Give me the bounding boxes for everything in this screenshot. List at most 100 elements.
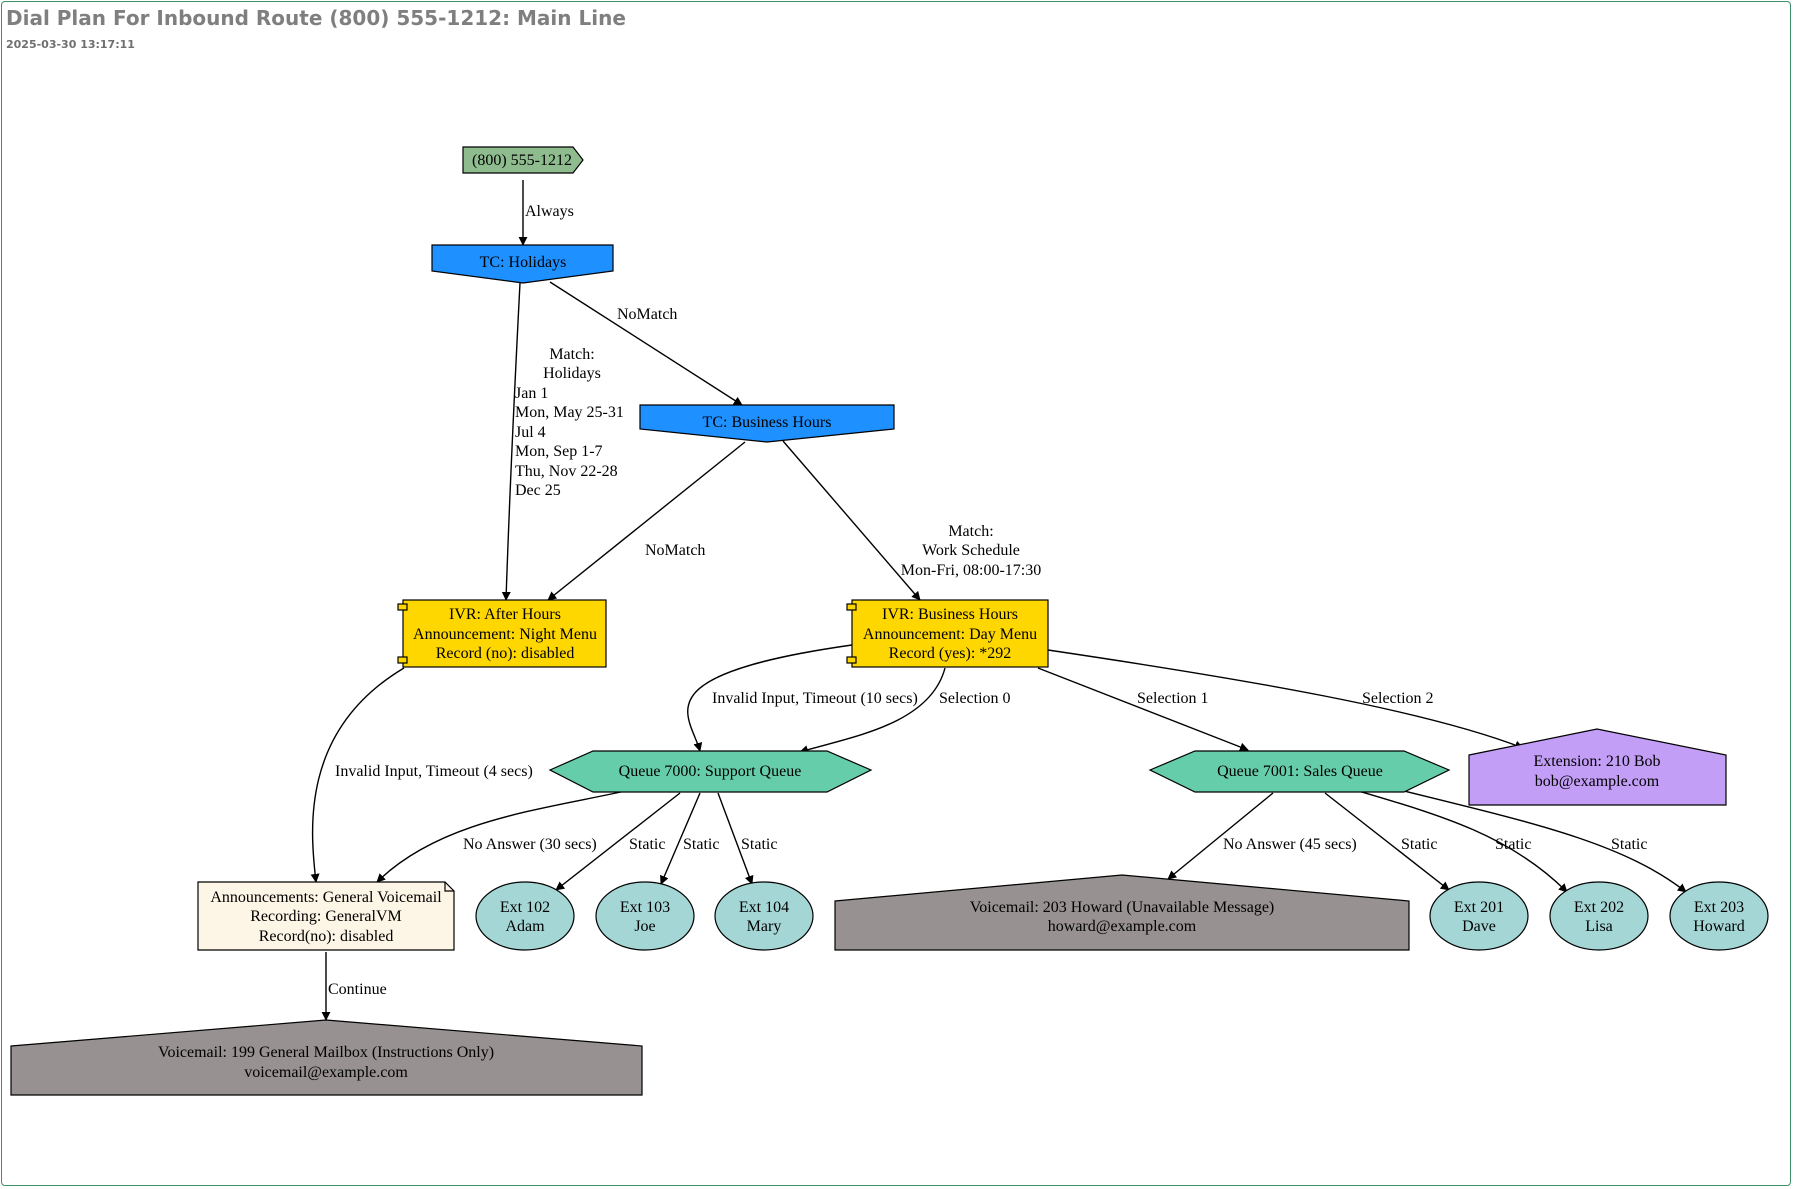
node-voicemail-199[interactable]: Voicemail: 199 General Mailbox (Instruct… bbox=[10, 1019, 643, 1096]
did-shape bbox=[462, 146, 584, 174]
queue-7001-label: Queue 7001: Sales Queue bbox=[1217, 763, 1383, 780]
edge-label-business-nomatch: NoMatch bbox=[645, 542, 705, 559]
node-ext-103[interactable]: Ext 103 Joe bbox=[595, 881, 695, 951]
edge-q7001-ext202 bbox=[1354, 789, 1568, 893]
node-ivr-business-hours[interactable]: IVR: Business Hours Announcement: Day Me… bbox=[846, 599, 1049, 668]
edge-ivr-business-invalid bbox=[687, 644, 853, 752]
node-did[interactable]: (800) 555-1212 bbox=[462, 146, 584, 174]
ext-103-shape bbox=[595, 881, 695, 951]
tc-holidays-label: TC: Holidays bbox=[480, 254, 567, 271]
edge-label-q7000-static-103: Static bbox=[683, 836, 719, 853]
edge-label-business-match-3: Mon-Fri, 08:00-17:30 bbox=[901, 562, 1041, 579]
ext-104-line-2: Mary bbox=[747, 918, 782, 935]
ivr-business-line-3: Record (yes): *292 bbox=[889, 645, 1012, 662]
ivr-business-line-2: Announcement: Day Menu bbox=[863, 626, 1037, 643]
ivr-after-tab-top bbox=[397, 603, 408, 611]
node-queue-7000[interactable]: Queue 7000: Support Queue bbox=[548, 750, 873, 793]
edge-label-q7001-static-203: Static bbox=[1611, 836, 1647, 853]
extension-210-shape bbox=[1468, 728, 1727, 806]
ivr-after-line-2: Announcement: Night Menu bbox=[413, 626, 597, 643]
node-ext-201[interactable]: Ext 201 Dave bbox=[1429, 881, 1529, 951]
tc-business-shape bbox=[639, 404, 895, 443]
ivr-after-tab-bottom bbox=[397, 656, 408, 664]
ext-201-shape bbox=[1429, 881, 1529, 951]
ext-102-line-1: Ext 102 bbox=[500, 899, 550, 916]
edge-ivr-after-invalid bbox=[310, 667, 405, 883]
announcement-line-2: Recording: GeneralVM bbox=[250, 908, 402, 925]
node-voicemail-203[interactable]: Voicemail: 203 Howard (Unavailable Messa… bbox=[834, 874, 1410, 951]
edge-label-q7000-noanswer: No Answer (30 secs) bbox=[463, 836, 597, 853]
edge-q7001-ext201 bbox=[1324, 792, 1450, 891]
edge-label-always: Always bbox=[525, 203, 574, 220]
node-tc-business-hours[interactable]: TC: Business Hours bbox=[639, 404, 895, 443]
ext-202-line-2: Lisa bbox=[1585, 918, 1613, 935]
tc-holidays-shape bbox=[431, 244, 614, 284]
node-tc-holidays[interactable]: TC: Holidays bbox=[431, 244, 614, 284]
ext-102-shape bbox=[475, 881, 575, 951]
edge-label-q7001-noanswer: No Answer (45 secs) bbox=[1223, 836, 1357, 853]
ivr-business-tab-bottom bbox=[846, 656, 857, 664]
ivr-business-shape bbox=[851, 599, 1049, 668]
edge-q7001-noanswer bbox=[1167, 792, 1274, 880]
node-queue-7001[interactable]: Queue 7001: Sales Queue bbox=[1148, 750, 1451, 793]
edges bbox=[310, 180, 1687, 1021]
edge-business-match bbox=[782, 440, 921, 601]
queue-7001-shape bbox=[1148, 750, 1451, 793]
edge-label-holidays-match-title: Match: bbox=[549, 346, 594, 363]
edge-label-selection-1: Selection 1 bbox=[1137, 690, 1209, 707]
queue-7000-label: Queue 7000: Support Queue bbox=[619, 763, 802, 780]
edge-q7000-ext103 bbox=[660, 792, 701, 885]
edge-label-q7001-static-202: Static bbox=[1495, 836, 1531, 853]
edge-label-selection-2: Selection 2 bbox=[1362, 690, 1434, 707]
node-ext-202[interactable]: Ext 202 Lisa bbox=[1549, 881, 1649, 951]
generated-timestamp: 2025-03-30 13:17:11 bbox=[6, 38, 135, 51]
edge-labels: Always NoMatch Match: Holidays Jan 1 Mon… bbox=[328, 203, 1647, 998]
edge-label-continue: Continue bbox=[328, 981, 387, 998]
edge-q7000-ext102 bbox=[555, 792, 681, 891]
node-announcement[interactable]: Announcements: General Voicemail Recordi… bbox=[197, 881, 455, 951]
edge-label-business-match-1: Match: bbox=[948, 523, 993, 540]
node-extension-210[interactable]: Extension: 210 Bob bob@example.com bbox=[1468, 728, 1727, 806]
ext-203-shape bbox=[1669, 881, 1769, 951]
ivr-after-line-3: Record (no): disabled bbox=[436, 645, 575, 662]
node-ext-102[interactable]: Ext 102 Adam bbox=[475, 881, 575, 951]
edge-label-holidays-nomatch: NoMatch bbox=[617, 306, 677, 323]
edge-label-holidays-date-3: Jul 4 bbox=[515, 424, 546, 441]
announcement-line-1: Announcements: General Voicemail bbox=[210, 889, 442, 906]
node-ivr-after-hours[interactable]: IVR: After Hours Announcement: Night Men… bbox=[397, 599, 607, 668]
queue-7000-shape bbox=[548, 750, 873, 793]
edge-label-ivr-business-invalid: Invalid Input, Timeout (10 secs) bbox=[712, 690, 918, 707]
edge-label-holidays-date-1: Jan 1 bbox=[515, 385, 548, 402]
extension-210-line-1: Extension: 210 Bob bbox=[1533, 753, 1660, 770]
ivr-business-tab-top bbox=[846, 603, 857, 611]
node-ext-104[interactable]: Ext 104 Mary bbox=[714, 881, 814, 951]
edge-holidays-nomatch bbox=[549, 281, 743, 406]
edge-label-ivr-after-invalid: Invalid Input, Timeout (4 secs) bbox=[335, 763, 533, 780]
edge-ivr-business-sel0 bbox=[799, 667, 946, 754]
ext-201-line-1: Ext 201 bbox=[1454, 899, 1504, 916]
ext-103-line-2: Joe bbox=[634, 918, 655, 935]
edge-label-holidays-date-6: Dec 25 bbox=[515, 482, 561, 499]
voicemail-199-line-1: Voicemail: 199 General Mailbox (Instruct… bbox=[158, 1044, 494, 1061]
ext-102-line-2: Adam bbox=[505, 918, 545, 935]
edge-label-holidays-date-5: Thu, Nov 22-28 bbox=[515, 463, 618, 480]
edge-holidays-match bbox=[501, 282, 521, 601]
node-ext-203[interactable]: Ext 203 Howard bbox=[1669, 881, 1769, 951]
edge-label-q7000-static-104: Static bbox=[741, 836, 777, 853]
ext-203-line-2: Howard bbox=[1693, 918, 1745, 935]
ext-104-line-1: Ext 104 bbox=[739, 899, 789, 916]
edge-label-business-match-2: Work Schedule bbox=[922, 542, 1020, 559]
tc-business-label: TC: Business Hours bbox=[703, 414, 832, 431]
announcement-shape bbox=[197, 881, 455, 951]
edge-q7000-noanswer bbox=[376, 789, 631, 883]
edge-label-holidays-date-4: Mon, Sep 1-7 bbox=[515, 443, 603, 460]
voicemail-199-shape bbox=[10, 1019, 643, 1096]
edge-label-q7000-static-102: Static bbox=[629, 836, 665, 853]
page-title: Dial Plan For Inbound Route (800) 555-12… bbox=[6, 6, 626, 30]
announcement-line-3: Record(no): disabled bbox=[259, 928, 394, 945]
announcement-fold bbox=[444, 882, 454, 892]
voicemail-203-line-1: Voicemail: 203 Howard (Unavailable Messa… bbox=[970, 899, 1275, 916]
extension-210-line-2: bob@example.com bbox=[1535, 773, 1660, 790]
